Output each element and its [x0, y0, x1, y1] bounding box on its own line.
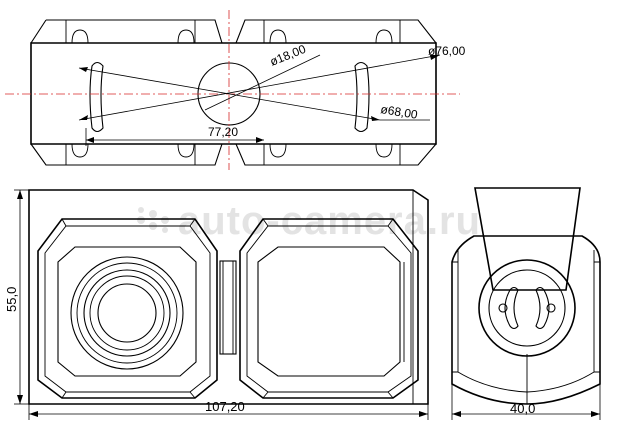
lens [97, 283, 157, 343]
front-view: 55,0 107,20 [4, 189, 429, 420]
side-view: 40,0 [451, 187, 601, 420]
mount-bracket [474, 187, 581, 291]
dim-width-label: 107,20 [205, 399, 245, 414]
side-dim-width-label: 40,0 [510, 401, 535, 416]
lens-outer-ring [70, 256, 184, 370]
dim-diameter-18-label: ø18,00 [268, 42, 308, 69]
dim-diameter-68-label: ø68,00 [380, 102, 419, 122]
right-curved-slot [354, 61, 370, 133]
dim-diameter-76-label: ø76,00 [428, 44, 466, 58]
dim-height-label: 55,0 [4, 287, 19, 312]
left-curved-slot [89, 61, 104, 133]
side-view-outline [451, 235, 601, 405]
dim-width-77-label: 77,20 [208, 125, 238, 139]
top-view: 77,20 ø18,00 ø76,00 ø68,00 [5, 10, 466, 170]
watermark: auto-camera.ru [137, 199, 481, 243]
ball-mount [478, 259, 576, 357]
watermark-text: auto-camera.ru [178, 199, 481, 243]
front-view-outline [28, 189, 429, 405]
